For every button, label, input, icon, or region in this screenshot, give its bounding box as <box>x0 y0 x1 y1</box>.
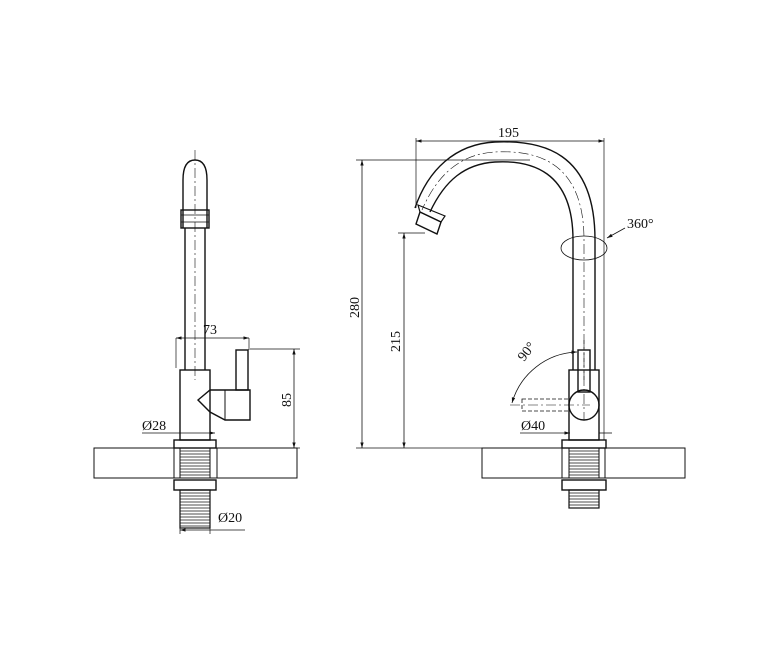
front-gooseneck-spout <box>414 141 608 380</box>
dim-swivel-angle-label: 360° <box>627 217 654 232</box>
dim-spout-reach-label: 195 <box>498 126 519 141</box>
side-view: 73 85 Ø28 Ø20 <box>93 150 300 534</box>
dim-base-diameter-label: Ø40 <box>521 419 545 434</box>
front-view: 195 280 215 360° 90° Ø40 <box>348 126 686 509</box>
front-dimension-lines <box>356 138 626 449</box>
side-spout-tube <box>180 150 210 380</box>
dim-thread-diameter-label: Ø20 <box>218 511 242 526</box>
dim-overhang-label: 73 <box>203 323 217 338</box>
dim-spout-height-label: 215 <box>389 331 404 352</box>
dim-lever-angle-label: 90° <box>515 340 539 365</box>
dim-body-height-label: 85 <box>280 393 295 407</box>
front-threaded-shank <box>561 447 607 509</box>
side-dimension-lines <box>142 336 300 534</box>
dim-total-height-label: 280 <box>348 297 363 318</box>
dim-body-diameter-label: Ø28 <box>142 419 166 434</box>
front-body <box>510 340 607 449</box>
side-threaded-shank <box>173 447 217 529</box>
